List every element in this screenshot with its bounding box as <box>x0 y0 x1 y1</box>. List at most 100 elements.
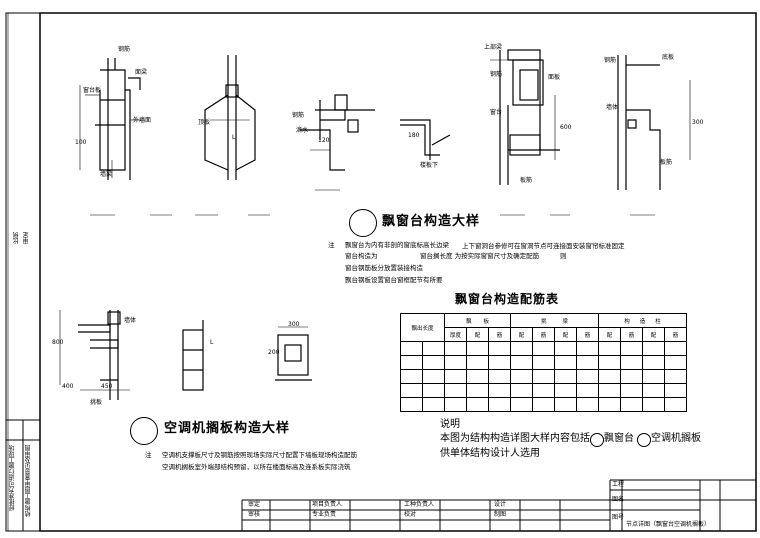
explain-line1-b: 飘窗台 <box>604 433 634 444</box>
side-stamp: 经批准方可进行施工现场 <box>9 445 16 511</box>
rebar-cell <box>400 383 423 398</box>
section1-note-0: 注 <box>328 241 335 249</box>
dim-8: 600 <box>560 124 572 131</box>
rebar-cell <box>510 369 533 384</box>
rebar-sub: 配 <box>510 327 533 342</box>
rebar-row <box>400 355 687 370</box>
rebar-header-ban1: 飘板 <box>444 313 511 328</box>
section1-note-4: 窗台搁长度 为按实际窗窗尺寸及确定配筋 <box>420 252 540 260</box>
explain-circle-2 <box>637 433 651 447</box>
explain-heading: 说明 <box>440 419 460 430</box>
rebar-cell <box>488 341 511 356</box>
rebar-sub: 筋 <box>620 327 643 342</box>
rebar-sub: 筋 <box>664 327 687 342</box>
rebar-cell <box>532 355 555 370</box>
section1-note-5: 则 <box>560 252 567 260</box>
dim-9: 800 <box>52 339 64 346</box>
rebar-cell <box>664 369 687 384</box>
rebar-row <box>400 383 687 398</box>
detail-marker-circle-2 <box>130 417 158 445</box>
rebar-cell <box>444 397 467 412</box>
explain-line1-c: 空调机搁板 <box>651 433 701 444</box>
dim-3: 200 <box>268 349 280 356</box>
rebar-cell <box>554 355 577 370</box>
rebar-header-length: 飘出长度 <box>400 313 445 342</box>
rebar-cell <box>620 369 643 384</box>
rebar-cell <box>598 355 621 370</box>
label-e0: 板筋 <box>660 159 673 166</box>
rebar-sub: 筋 <box>532 327 555 342</box>
section1-note-6: 窗台钢筋板分放置装接构造 <box>345 264 423 272</box>
label-a4: 墙梁 <box>100 171 113 178</box>
rebar-cell <box>598 341 621 356</box>
rebar-sub: 筋 <box>488 327 511 342</box>
rebar-cell <box>620 341 643 356</box>
rebar-table-title: 飘窗台构造配筋表 <box>455 292 560 306</box>
label-d2: 面板 <box>548 74 561 81</box>
section2-note-0: 注 <box>145 451 152 459</box>
rebar-cell <box>444 341 467 356</box>
rebar-cell <box>422 355 445 370</box>
rebar-header-gouzaozhu: 构造柱 <box>598 313 687 328</box>
rebar-cell <box>532 341 555 356</box>
label-b0: 顶板 <box>198 119 211 126</box>
rebar-cell <box>620 355 643 370</box>
rebar-cell <box>598 369 621 384</box>
rebar-sub-thickness: 厚度 <box>444 327 467 342</box>
label-f2: 墙体 <box>606 104 619 111</box>
explain-circle-1 <box>590 433 604 447</box>
explain-line1-a: 本图为结构构造详图大样内容包括 <box>440 433 590 444</box>
tb-cell-2: 工种负责人 <box>404 501 435 508</box>
rebar-cell <box>510 383 533 398</box>
label-b1: L <box>232 134 236 141</box>
dim-0: 100 <box>75 139 87 146</box>
rebar-cell <box>664 341 687 356</box>
rebar-cell <box>554 341 577 356</box>
label-a3: 外墙面 <box>133 117 152 124</box>
rebar-cell <box>444 383 467 398</box>
rebar-cell <box>400 397 423 412</box>
rebar-cell <box>422 341 445 356</box>
tb-cell-6: 校对 <box>404 511 417 518</box>
tb-drawing-name: 节点详图（飘窗台空调机搁板） <box>626 521 711 528</box>
label-g1: 挑板 <box>90 399 103 406</box>
label-d4: 板筋 <box>520 177 533 184</box>
section1-note-7: 飘台钢板设置窗台窗框配节有所要 <box>345 276 443 284</box>
label-c1: 滴水 <box>296 127 309 134</box>
label-f0: 钢筋 <box>604 57 617 64</box>
rebar-cell <box>664 383 687 398</box>
rebar-cell <box>554 369 577 384</box>
label-c2: 楼板下 <box>420 162 439 169</box>
tb-cell-1: 项目负责人 <box>312 501 343 508</box>
label-d0: 上部梁 <box>484 44 503 51</box>
rebar-cell <box>642 369 665 384</box>
dim-5: 300 <box>692 119 704 126</box>
rebar-cell <box>664 397 687 412</box>
rebar-cell <box>664 355 687 370</box>
label-a2: 窗台板 <box>83 87 102 94</box>
rebar-sub: 配 <box>554 327 577 342</box>
tb-cell-3: 设计 <box>494 501 507 508</box>
tb-right-1: 图名 <box>612 496 625 503</box>
rebar-cell <box>532 369 555 384</box>
rebar-cell <box>400 369 423 384</box>
label-a0: 钢筋 <box>118 46 131 53</box>
section2-title: 空调机搁板构造大样 <box>164 421 291 436</box>
tb-cell-7: 制图 <box>494 511 507 518</box>
section1-note-3: 窗台构造为 <box>345 252 378 260</box>
section1-title: 飘窗台构造大样 <box>382 214 481 229</box>
section1-note-2: 上下窗洞台参修可在窗洞节点可连接面安装窗帘标准固定 <box>462 242 625 250</box>
tb-cell-4: 审核 <box>248 511 261 518</box>
rebar-cell <box>532 383 555 398</box>
rebar-cell <box>554 397 577 412</box>
tb-right-2: 图号 <box>612 514 625 521</box>
rebar-cell <box>510 397 533 412</box>
rebar-row <box>400 341 687 356</box>
dim-6: 400 <box>62 383 74 390</box>
rebar-table: 飘出长度 飘板 挑梁 构造柱 厚度 配 筋 配 筋 配 筋 配 筋 配 筋 <box>400 313 687 412</box>
rebar-sub: 配 <box>642 327 665 342</box>
rebar-cell <box>642 383 665 398</box>
rebar-cell <box>576 355 599 370</box>
dim-2: 180 <box>408 132 420 139</box>
section1-note-1: 飘窗台为内有非剖的窗底标高长边梁 <box>345 241 449 249</box>
